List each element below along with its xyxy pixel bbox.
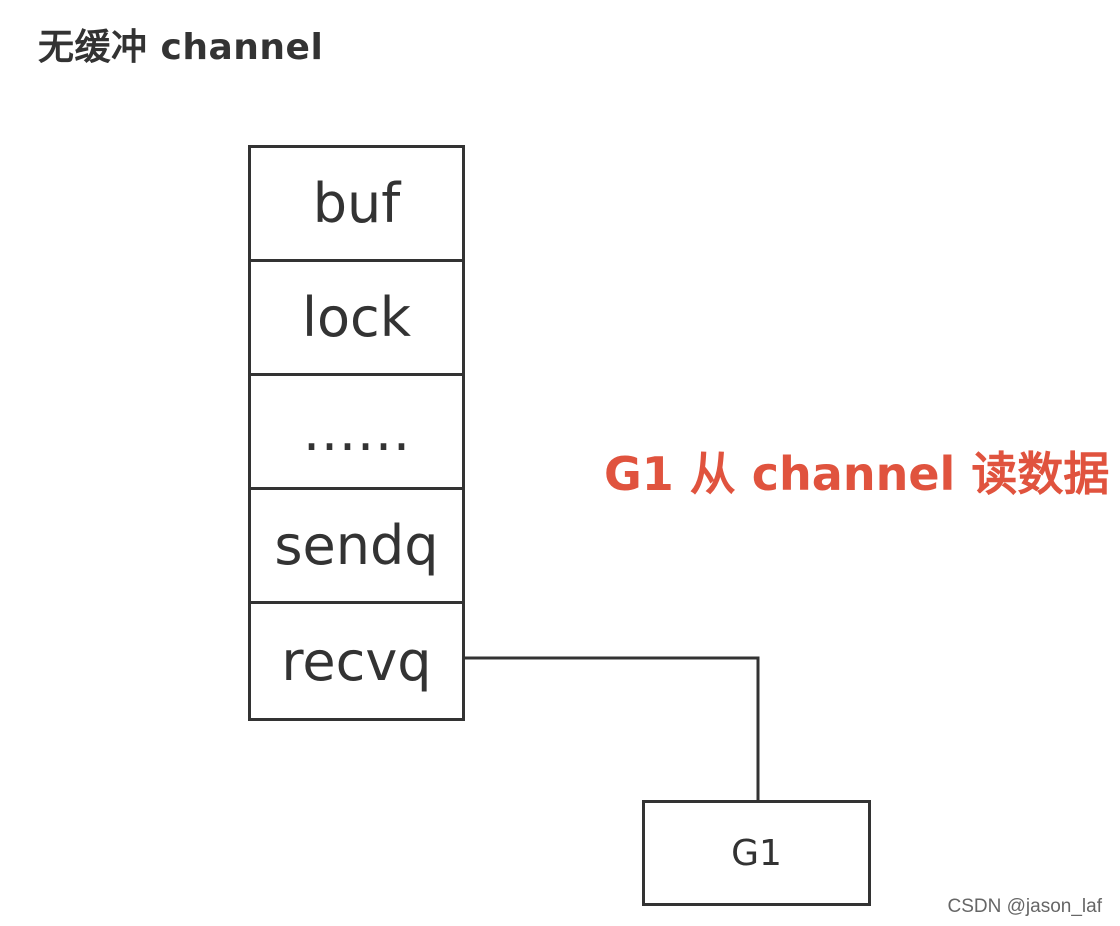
field-lock: lock bbox=[251, 262, 462, 376]
diagram-title: 无缓冲 channel bbox=[38, 27, 324, 68]
connector-line bbox=[465, 656, 760, 800]
field-sendq: sendq bbox=[251, 490, 462, 604]
hchan-struct: buf lock …… sendq recvq bbox=[248, 145, 465, 721]
goroutine-g1-label: G1 bbox=[731, 832, 782, 874]
watermark: CSDN @jason_laf bbox=[947, 896, 1102, 917]
field-recvq: recvq bbox=[281, 629, 432, 693]
read-annotation: G1 从 channel 读数据 bbox=[604, 447, 1110, 501]
goroutine-g1-box: G1 bbox=[642, 800, 871, 906]
field-buf: buf bbox=[251, 148, 462, 262]
field-ellipsis: …… bbox=[251, 376, 462, 490]
